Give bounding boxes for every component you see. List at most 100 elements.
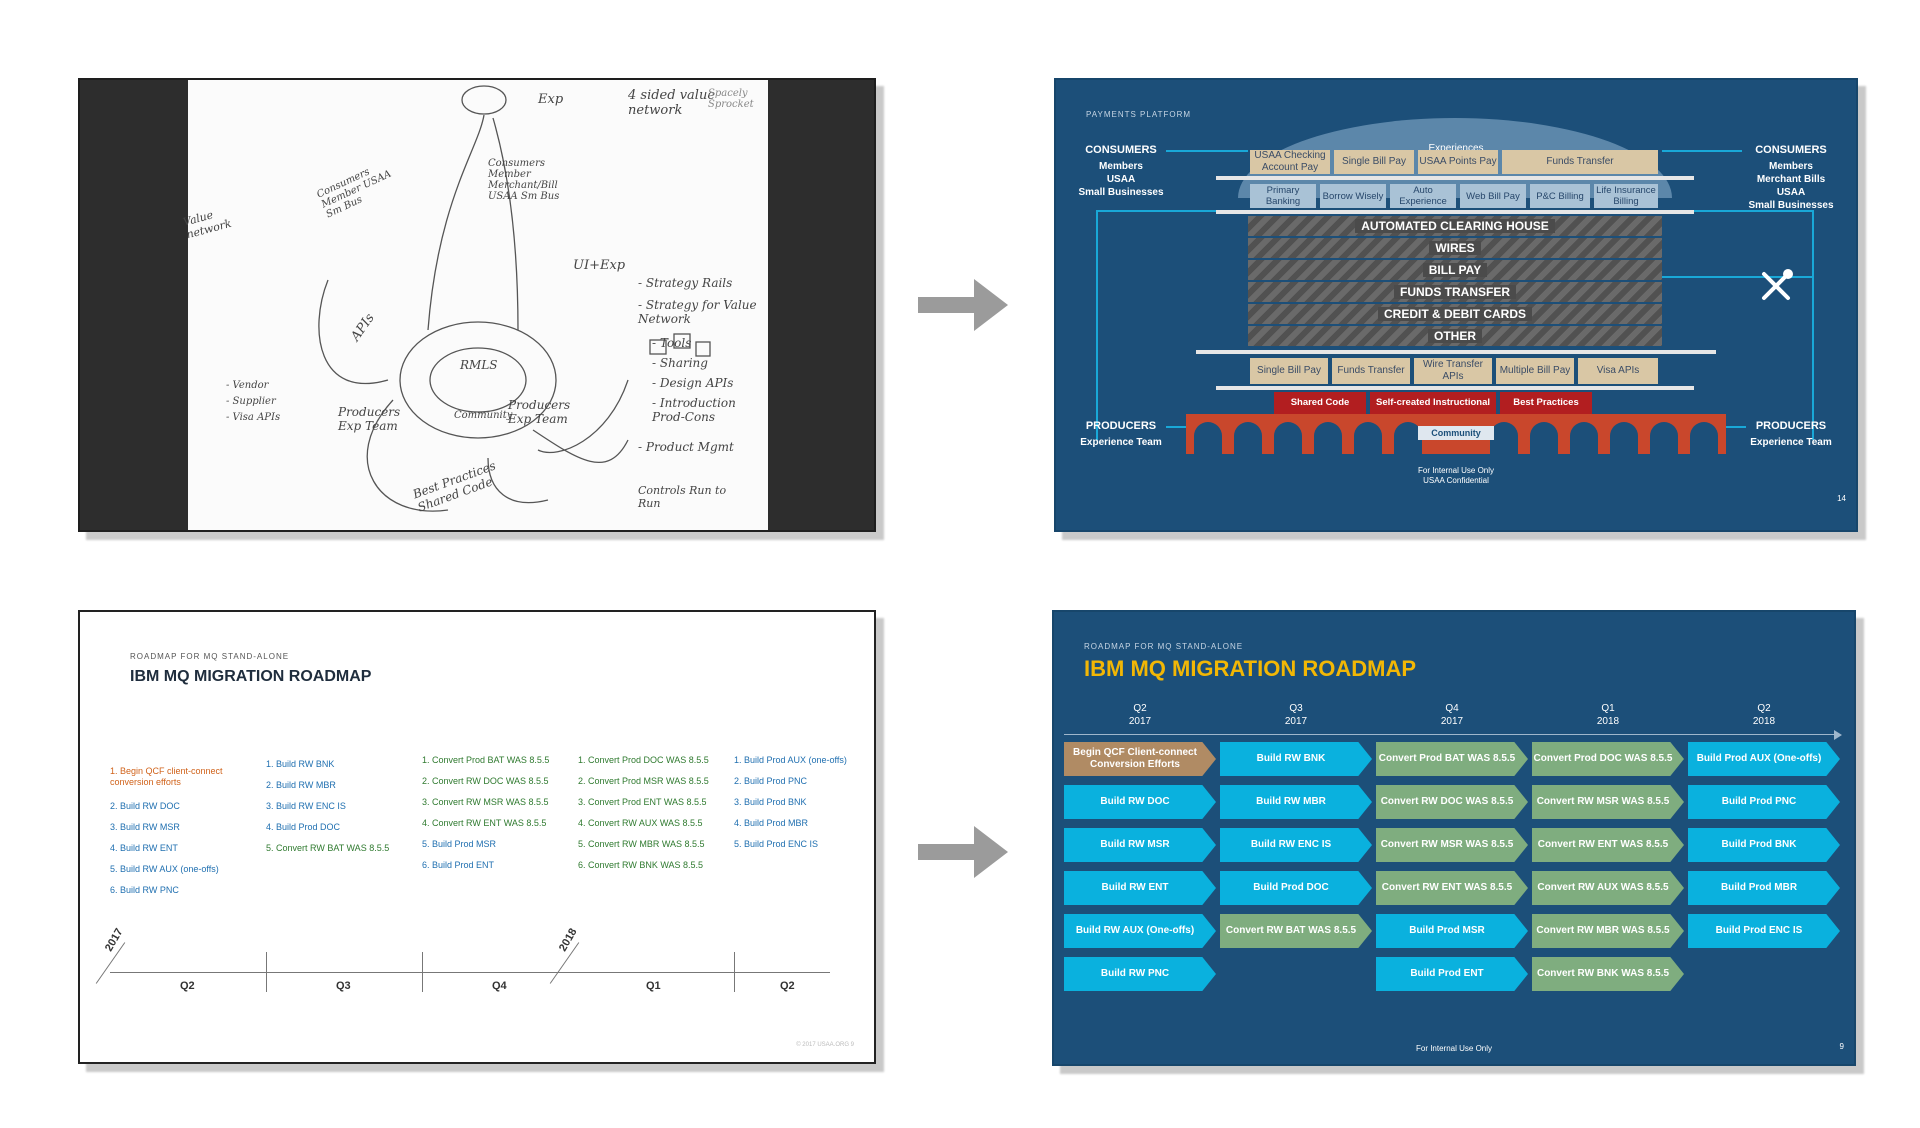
roadmap-step: Convert RW MBR WAS 8.5.5: [1532, 914, 1684, 948]
timeline-tick: [422, 952, 423, 992]
timeline-tick: [734, 952, 735, 992]
milestone-column-q2-2018: 1. Build Prod AUX (one-offs) 2. Build Pr…: [734, 750, 874, 855]
roadmap-draft-slide: ROADMAP FOR MQ STAND-ALONE IBM MQ MIGRAT…: [78, 610, 876, 1064]
roadmap-step: Convert RW AUX WAS 8.5.5: [1532, 871, 1684, 905]
sketch-note-design-apis: - Design APIs: [652, 376, 734, 390]
slide-kicker: ROADMAP FOR MQ STAND-ALONE: [130, 652, 290, 661]
experience-tile: Single Bill Pay: [1334, 150, 1414, 174]
sketch-note-tools: - Tools: [652, 336, 692, 350]
connector-line: [1662, 210, 1814, 212]
milestone-item: 4. Convert RW AUX WAS 8.5.5: [578, 818, 703, 828]
quarter-label: Q2: [180, 980, 195, 992]
roadmap-step: Build Prod DOC: [1220, 871, 1372, 905]
quarter-label: Q4: [492, 980, 507, 992]
roadmap-step: Begin QCF Client-connect Conversion Effo…: [1064, 742, 1216, 776]
rail-band-label: FUNDS TRANSFER: [1394, 285, 1516, 299]
api-tile: Single Bill Pay: [1250, 358, 1328, 384]
consumers-left-item: Small Businesses: [1078, 187, 1164, 198]
roadmap-step: Build RW DOC: [1064, 785, 1216, 819]
connector-line: [1096, 210, 1248, 212]
connector-line: [1812, 210, 1814, 440]
milestone-item: 4. Build Prod MBR: [734, 818, 809, 828]
footer-internal: For Internal Use Only: [1415, 1044, 1493, 1053]
milestone-item: 5. Build Prod MSR: [422, 839, 497, 849]
experience-tile: USAA Points Pay: [1418, 150, 1498, 174]
experience-tile: Primary Banking: [1250, 184, 1316, 208]
quarter-label: Q2: [1757, 703, 1771, 714]
roadmap-step: Build RW MBR: [1220, 785, 1372, 819]
experience-tile: Borrow Wisely: [1320, 184, 1386, 208]
milestone-item: 2. Convert RW DOC WAS 8.5.5: [422, 776, 549, 786]
rail-band: BILL PAY: [1248, 260, 1662, 280]
divider: [1216, 386, 1694, 390]
experience-tile: USAA Checking Account Pay: [1250, 150, 1330, 174]
roadmap-step: Build Prod ENT: [1376, 957, 1528, 991]
roadmap-step: Build RW MSR: [1064, 828, 1216, 862]
consumers-left-title: CONSUMERS: [1085, 144, 1157, 156]
experience-tile: P&C Billing: [1530, 184, 1590, 208]
divider: [1196, 350, 1716, 354]
roadmap-step: Convert RW DOC WAS 8.5.5: [1376, 785, 1528, 819]
milestone-item: 1. Convert Prod BAT WAS 8.5.5: [422, 755, 550, 765]
producers-left-sub: Experience Team: [1080, 437, 1162, 448]
api-tile: Funds Transfer: [1332, 358, 1410, 384]
roadmap-step: Build RW BNK: [1220, 742, 1372, 776]
consumers-right-item: Members: [1769, 161, 1813, 172]
milestone-item: 3. Build RW MSR: [110, 822, 180, 832]
milestone-item: 2. Convert Prod MSR WAS 8.5.5: [578, 776, 709, 786]
timeline-arrow-icon: [1834, 730, 1842, 740]
sketch-note-introduction: - Introduction Prod-Cons: [652, 396, 736, 424]
footer-internal: For Internal Use Only: [1417, 466, 1495, 475]
rail-band: CREDIT & DEBIT CARDS: [1248, 304, 1662, 324]
milestone-item: 1. Build Prod AUX (one-offs): [734, 755, 847, 765]
api-tile: Visa APIs: [1578, 358, 1658, 384]
producers-left-title: PRODUCERS: [1085, 420, 1157, 432]
sketch-note-exp: Exp: [538, 92, 564, 107]
roadmap-step: Build Prod AUX (One-offs): [1688, 742, 1840, 776]
rail-band: OTHER: [1248, 326, 1662, 346]
quarter-label: Q2: [780, 980, 795, 992]
milestone-item: 3. Convert RW MSR WAS 8.5.5: [422, 797, 549, 807]
roadmap-step: Build Prod BNK: [1688, 828, 1840, 862]
connector-line: [1166, 426, 1186, 428]
tools-icon: [1762, 269, 1793, 300]
milestone-column-q3: 1. Build RW BNK 2. Build RW MBR 3. Build…: [266, 754, 396, 859]
connector-line: [1166, 150, 1248, 152]
api-tile: Wire Transfer APIs: [1414, 358, 1492, 384]
sketch-note-supplier: - Supplier: [226, 396, 276, 407]
milestone-item: 6. Convert RW BNK WAS 8.5.5: [578, 860, 704, 870]
consumers-right-item: Merchant Bills: [1756, 174, 1826, 185]
milestone-item: 2. Build RW MBR: [266, 780, 336, 790]
experiences-label: Experiences: [1428, 143, 1484, 154]
slide-title: IBM MQ MIGRATION ROADMAP: [1084, 656, 1417, 681]
sketch-drawing: [318, 85, 711, 512]
connector-line: [1096, 210, 1098, 440]
connector-line: [1662, 150, 1742, 152]
rail-band: AUTOMATED CLEARING HOUSE: [1248, 216, 1662, 236]
milestone-column-q4: 1. Convert Prod BAT WAS 8.5.5 2. Convert…: [422, 750, 572, 876]
timeline-axis: [1064, 734, 1836, 735]
roadmap-step: Convert RW BNK WAS 8.5.5: [1532, 957, 1684, 991]
roadmap-step: Convert RW ENT WAS 8.5.5: [1376, 871, 1528, 905]
roadmap-step: Build Prod PNC: [1688, 785, 1840, 819]
rail-band: FUNDS TRANSFER: [1248, 282, 1662, 302]
community-asset: Shared Code: [1274, 392, 1366, 414]
sketch-note-ui-exp: UI+Exp: [573, 258, 626, 273]
milestone-item: 5. Build Prod ENC IS: [734, 839, 819, 849]
whiteboard-sketch: Exp 4 sided value network Spacely Sprock…: [182, 80, 768, 530]
sketch-note-rmls: RMLS: [460, 358, 498, 372]
sketch-note-strategy-rails: - Strategy Rails: [638, 276, 733, 290]
experience-tile: Web Bill Pay: [1460, 184, 1526, 208]
right-arrow-icon: [918, 826, 1008, 878]
timeline-axis: [110, 972, 830, 973]
connector-line: [1726, 426, 1746, 428]
rail-band-label: CREDIT & DEBIT CARDS: [1377, 307, 1532, 321]
consumers-right-item: USAA: [1776, 187, 1806, 198]
year-label: 2017: [1128, 716, 1152, 727]
roadmap-step: Build Prod MSR: [1376, 914, 1528, 948]
milestone-item: 4. Convert RW ENT WAS 8.5.5: [422, 818, 547, 828]
roadmap-step: Build RW ENT: [1064, 871, 1216, 905]
quarter-label: Q3: [1289, 703, 1303, 714]
